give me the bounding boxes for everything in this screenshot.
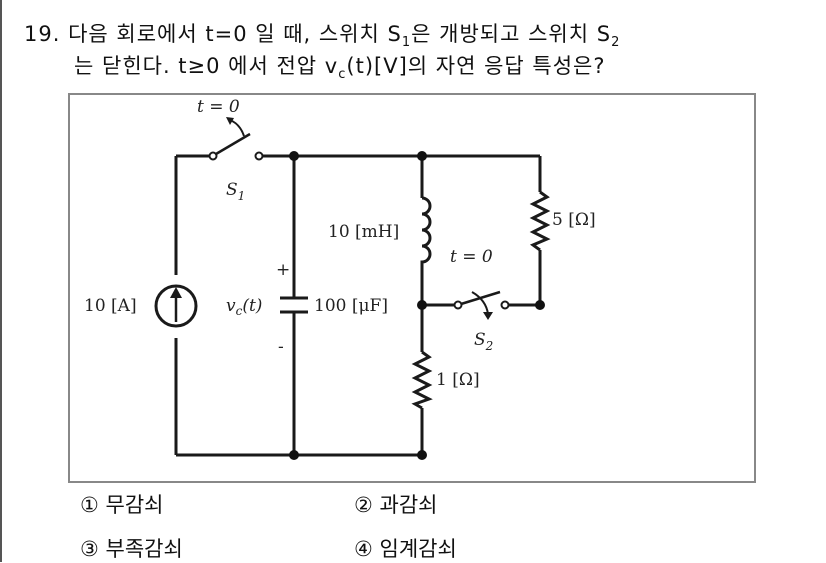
- option-2[interactable]: ② 과감쇠: [354, 489, 437, 519]
- question-line-1: 19. 다음 회로에서 t=0 일 때, 스위치 S1은 개방되고 스위치 S2: [24, 18, 620, 50]
- question-sub-1: 1: [401, 35, 412, 51]
- option-2-text: 과감쇠: [379, 493, 438, 517]
- option-1-text: 무감쇠: [105, 493, 164, 517]
- junction-dot: [417, 450, 427, 460]
- switch2-name-label: S2: [474, 330, 493, 353]
- vc-label: vc(t): [226, 296, 262, 318]
- capacitor-label: 100 [μF]: [314, 296, 388, 316]
- question-text-2: 은 개방되고 스위치 S: [411, 22, 612, 46]
- junction-dot: [289, 450, 299, 460]
- option-3[interactable]: ③ 부족감쇠: [80, 533, 183, 563]
- current-source-label: 10 [A]: [84, 296, 137, 316]
- inductor-label: 10 [mH]: [328, 222, 399, 242]
- page-left-border: [0, 0, 2, 562]
- option-3-number: ③: [80, 537, 99, 561]
- option-4[interactable]: ④ 임계감쇠: [354, 533, 457, 563]
- cap-minus-sign: -: [278, 337, 284, 357]
- junction-dot: [535, 300, 545, 310]
- switch-s2: [453, 290, 510, 320]
- resistor-1-label: 1 [Ω]: [436, 370, 480, 390]
- junction-dot: [417, 300, 427, 310]
- option-4-text: 임계감쇠: [379, 537, 457, 561]
- circuit-figure-frame: [68, 93, 756, 483]
- capacitor: [280, 296, 308, 314]
- option-3-text: 부족감쇠: [105, 537, 183, 561]
- question-text-3: 는 닫힌다. t≥0 에서 전압 v: [74, 54, 339, 78]
- option-1-number: ①: [80, 493, 99, 517]
- option-1[interactable]: ① 무감쇠: [80, 489, 163, 519]
- question-text-1: 다음 회로에서 t=0 일 때, 스위치 S: [68, 22, 402, 46]
- question-sub-2: 2: [611, 35, 621, 51]
- switch1-name-label: S1: [226, 180, 245, 203]
- option-2-number: ②: [354, 493, 373, 517]
- switch2-time-label: t = 0: [450, 247, 493, 267]
- resistor-1-ohm: [411, 350, 433, 410]
- resistor-5-label: 5 [Ω]: [552, 210, 596, 230]
- option-4-number: ④: [354, 537, 373, 561]
- cap-plus-sign: +: [276, 260, 290, 280]
- junction-dots: [289, 151, 545, 460]
- junction-dot: [289, 151, 299, 161]
- inductor: [420, 196, 432, 264]
- current-source: [154, 284, 198, 328]
- question-line-2: 는 닫힌다. t≥0 에서 전압 vc(t)[V]의 자연 응답 특성은?: [74, 50, 606, 82]
- question-sub-3: c: [338, 67, 347, 83]
- switch-s1: [208, 117, 264, 161]
- junction-dot: [417, 151, 427, 161]
- question-text-4: (t)[V]의 자연 응답 특성은?: [346, 54, 606, 78]
- circuit-wires: [174, 154, 542, 457]
- question-number: 19.: [24, 22, 61, 46]
- switch1-time-label: t = 0: [197, 97, 240, 117]
- resistor-5-ohm: [529, 190, 551, 252]
